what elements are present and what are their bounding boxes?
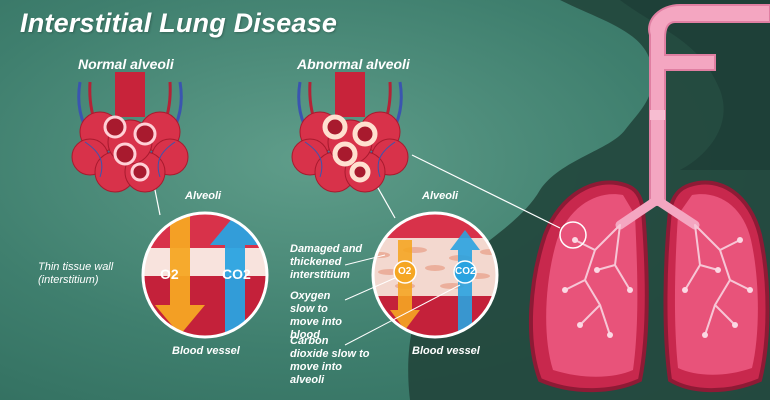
page-title: Interstitial Lung Disease <box>20 8 338 38</box>
abnormal-damaged-label: Damaged and thickened interstitium <box>290 243 363 281</box>
abnormal-oxygen-label: Oxygen slow to move into blood <box>290 290 342 341</box>
abnormal-zoom-circle <box>371 211 499 339</box>
normal-zoom-circle <box>141 211 269 339</box>
abnormal-vessel-label: Blood vessel <box>412 345 480 357</box>
trachea <box>648 4 770 206</box>
lungs-illustration <box>528 4 770 393</box>
normal-o2-label: O2 <box>160 266 179 282</box>
normal-alveoli-label: Alveoli <box>185 190 222 202</box>
normal-vessel-label: Blood vessel <box>172 345 240 357</box>
abnormal-alveoli-cluster <box>291 72 409 193</box>
normal-wall-label: Thin tissue wall (interstitium) <box>38 261 114 286</box>
abnormal-co2-label: CO2 <box>455 266 476 277</box>
normal-heading: Normal alveoli <box>78 56 174 72</box>
normal-co2-label: CO2 <box>222 266 251 282</box>
zoom-marker <box>559 221 587 249</box>
abnormal-alveoli-label: Alveoli <box>422 190 459 202</box>
abnormal-o2-label: O2 <box>398 266 412 277</box>
abnormal-co2-slow-label: Carbon dioxide slow to move into alveoli <box>290 335 370 386</box>
normal-alveoli-cluster <box>71 72 189 193</box>
abnormal-heading: Abnormal alveoli <box>297 56 410 72</box>
